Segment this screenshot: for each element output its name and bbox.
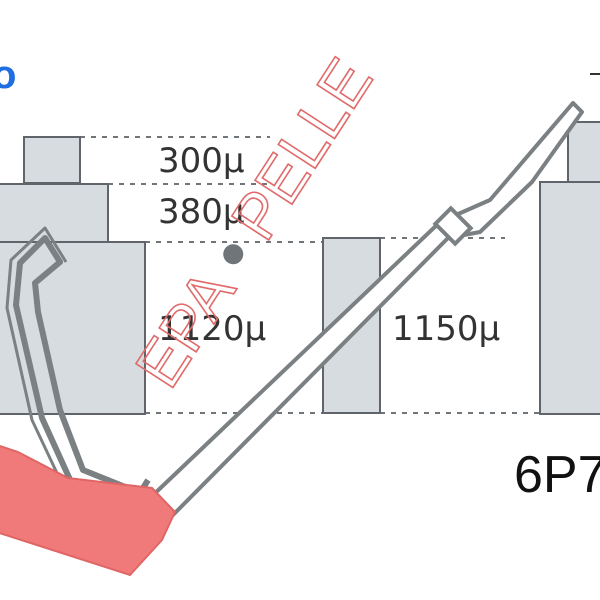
right-block-base	[539, 181, 600, 415]
label-mid-layer: 380µ	[158, 192, 245, 232]
label-single-block: 1150µ	[392, 309, 500, 349]
saw-clamp	[432, 205, 474, 247]
saw-frame-inner	[5, 226, 68, 489]
right-block-top	[567, 121, 600, 183]
block-mid-layer	[0, 183, 109, 243]
model-partial-text: 6P7	[514, 446, 600, 504]
label-top-layer: 300µ	[158, 141, 245, 181]
right-stack	[539, 121, 600, 415]
watermark-dot-icon	[223, 244, 244, 265]
block-top-layer	[23, 136, 81, 184]
label-base-layer: 1120µ	[158, 309, 266, 349]
saw-frame	[13, 235, 151, 496]
left-partial-blue-text: o	[0, 53, 16, 97]
guide-lines	[80, 136, 540, 414]
saw-handle	[0, 444, 177, 577]
saw-blade	[148, 101, 584, 522]
hacksaw-icon	[0, 101, 584, 577]
